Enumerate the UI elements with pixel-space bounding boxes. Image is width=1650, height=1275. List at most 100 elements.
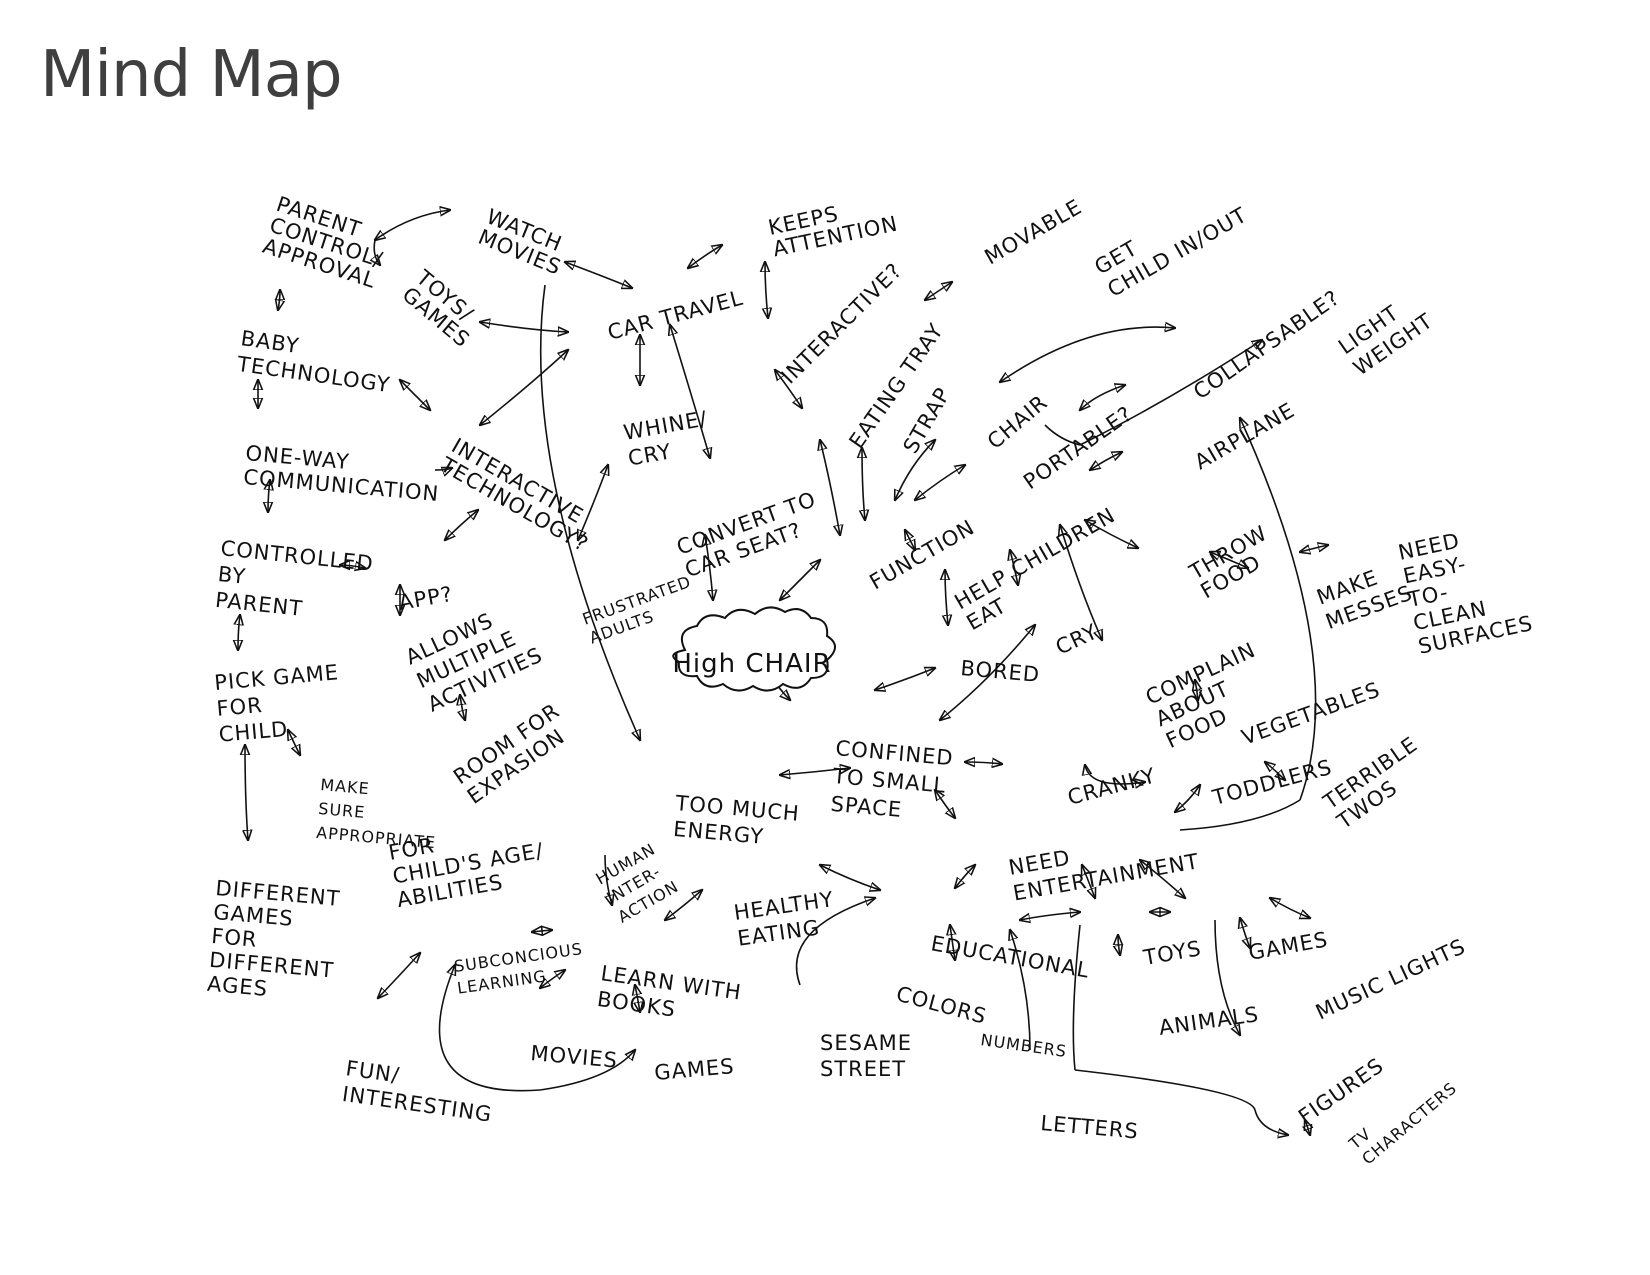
node-figures: FIGURES [1294,1053,1388,1129]
node-bored-line: BORED [960,656,1041,687]
node-bored: BORED [960,656,1041,687]
center-node: High CHAIR [672,606,836,692]
connector-arrow [1118,935,1120,955]
connector-arrow [1072,924,1081,1071]
node-learn: LEARN WITHBOOKS [596,961,743,1030]
connector-arrow [665,890,702,920]
connector-arrow [340,565,365,568]
connector-arrow [605,854,612,905]
connector-arrow [1000,327,1175,382]
connector-arrow [539,1050,635,1091]
connector-arrow [955,865,975,888]
connector-arrow [1044,424,1081,446]
connector-arrow [1079,340,1262,446]
connector-arrow [1020,912,1080,920]
node-make-sure-line: MAKE [320,775,371,798]
connector-arrow [278,290,280,310]
node-interactive-q: INTERACTIVE? [777,258,907,388]
node-need-ent: NEEDENTERTAINMENT [1007,824,1201,906]
connector-arrow [460,695,465,720]
connector-arrow [795,898,875,986]
node-help-eat: HELP CHILDRENEAT [951,503,1132,635]
connector-arrow [1270,898,1310,918]
connector-arrow [445,510,478,540]
node-colors: COLORS [894,982,990,1029]
node-controlled: CONTROLLEDBYPARENT [214,536,375,628]
node-numbers-line: NUMBERS [979,1030,1068,1061]
connector-arrow [965,762,1002,764]
node-app: APP? [397,582,455,615]
node-games-l: GAMES [653,1054,735,1085]
connector-arrow [688,245,722,268]
connector-arrow [862,448,865,520]
node-make-messes: MAKEMESSES [1314,556,1416,634]
connector-arrow [780,768,850,775]
connector-arrow [539,284,640,740]
connector-arrow [925,282,952,300]
center-label: High CHAIR [672,649,831,679]
node-movies-line: MOVIES [530,1041,619,1073]
node-music-lights: MUSIC LIGHTS [1312,934,1469,1024]
connector-arrow [375,210,450,240]
node-interactive-tech: INTERACTIVETECHNOLOGY? [436,433,604,557]
node-different-games-line: AGES [206,972,269,1001]
connector-arrow [1265,762,1285,780]
node-games-r: GAMES [1247,927,1330,965]
connector-arrow [875,668,935,690]
node-toddlers-line: TODDLERS [1209,755,1335,810]
connector-arrow [1010,930,1031,1051]
node-cranky: CRANKY [1065,763,1158,810]
connector-arrow [245,745,248,840]
node-car-travel-line: CAR TRAVEL [605,286,746,345]
node-chair: CHAIR [983,390,1053,454]
node-confined-line: SPACE [830,792,903,822]
connector-arrow [1010,550,1018,585]
node-help-eat-line: HELP CHILDREN [951,503,1120,614]
node-fun: FUN/INTERESTING [341,1056,498,1127]
connector-arrow [1175,785,1200,812]
connector-arrow [1210,552,1248,568]
connector-arrow [775,370,802,408]
connector-arrow [1240,918,1250,948]
node-get-child: GETCHILD IN/OUT [1091,180,1252,302]
connector-arrow [268,480,270,512]
node-pick-game: PICK GAMEFORCHILD [213,660,344,747]
node-healthy: HEALTHYEATING [732,887,839,951]
connector-arrow [670,325,710,458]
connector-arrow [1060,525,1102,640]
node-light-weight: LIGHTWEIGHT [1334,287,1437,380]
node-cry: CRY [1052,619,1102,659]
node-airplane-line: AIRPLANE [1191,398,1299,474]
node-pick-game-line: PICK GAME [213,660,340,695]
connector-arrow [1082,865,1095,898]
connector-arrow [1214,919,1240,1035]
connector-arrow [1195,680,1198,700]
node-fun-line: INTERESTING [341,1082,494,1127]
node-confined: CONFINEDTO SMALLSPACE [829,736,955,826]
connector-arrow [1305,1120,1310,1135]
node-music-lights-line: MUSIC LIGHTS [1312,934,1469,1024]
connector-arrow [578,465,608,540]
node-whine-cry-line: CRY [626,439,673,470]
connector-arrow [1300,545,1328,552]
node-baby-technology: BABYTECHNOLOGY [235,326,396,397]
node-human: HUMANINTER-ACTION [593,839,682,927]
node-app-line: APP? [397,582,455,615]
connector-arrow [635,985,640,1012]
node-movable-line: MOVABLE [981,195,1087,270]
node-strap: STRAP [899,383,956,457]
connector-arrow [1140,860,1185,898]
page-title: Mind Map [40,38,343,112]
connector-arrow [1240,418,1317,801]
connector-arrow [532,930,552,932]
node-different-games: DIFFERENTGAMESFORDIFFERENTAGES [206,876,341,1006]
node-animals-line: ANIMALS [1157,1002,1260,1040]
node-figures-line: FIGURES [1294,1053,1388,1129]
node-different-games-line: FOR [210,924,258,952]
node-sesame-line: STREET [820,1057,906,1081]
connector-arrow [438,965,541,1092]
node-colors-line: COLORS [894,982,990,1029]
connector-arrow [820,865,880,890]
